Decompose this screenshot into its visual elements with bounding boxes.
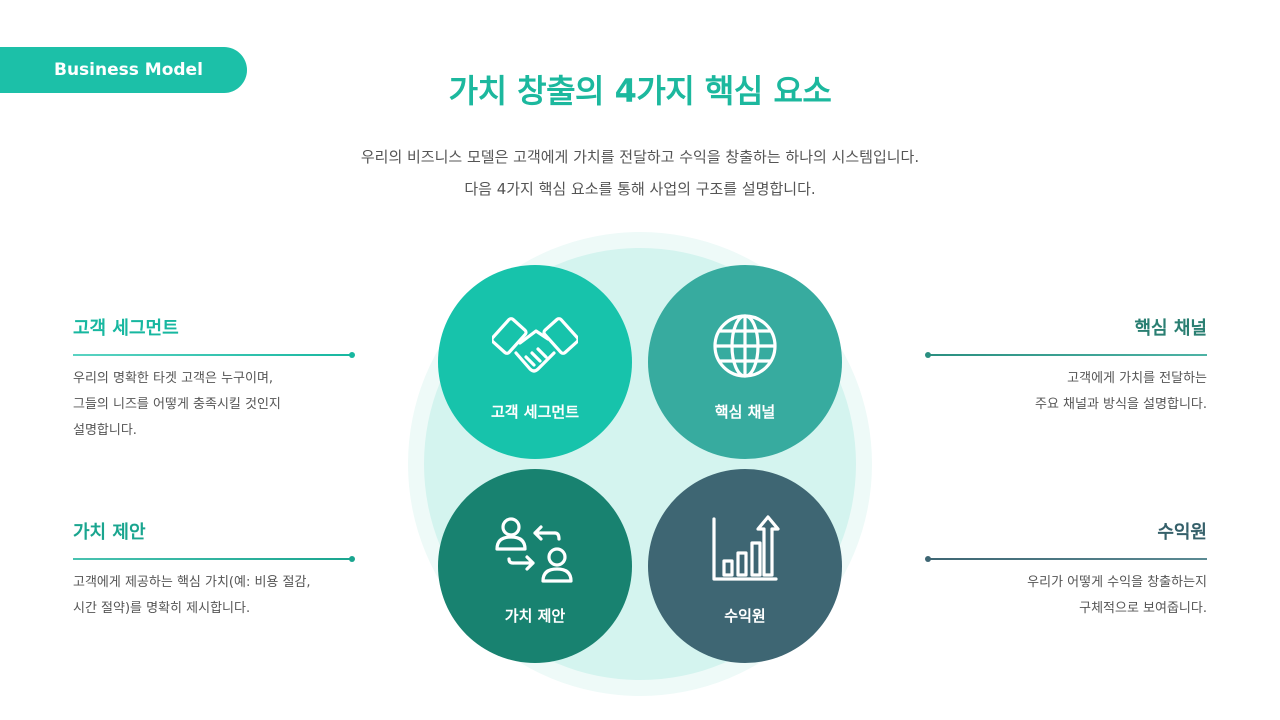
subtitle-line: 우리의 비즈니스 모델은 고객에게 가치를 전달하고 수익을 창출하는 하나의 …	[360, 148, 920, 166]
circle-customer-segment: 고객 세그먼트	[438, 265, 632, 459]
section-customer-segment: 고객 세그먼트 우리의 명확한 타겟 고객은 누구이며, 그들의 니즈를 어떻게…	[73, 314, 355, 444]
section-tag: Business Model	[0, 47, 247, 93]
section-channel: 핵심 채널 고객에게 가치를 전달하는 주요 채널과 방식을 설명합니다.	[925, 314, 1207, 418]
circle-label: 수익원	[724, 607, 766, 625]
section-title: 고객 세그먼트	[73, 318, 179, 339]
section-tag-label: Business Model	[54, 60, 203, 80]
description-line: 우리의 명확한 타겟 고객은 누구이며,	[73, 371, 274, 386]
handshake-icon	[490, 309, 580, 383]
section-title: 가치 제안	[73, 522, 146, 543]
description-line: 그들의 니즈를 어떻게 충족시킬 것인지	[73, 397, 281, 412]
description-line: 설명합니다.	[73, 423, 137, 438]
divider-dot	[349, 352, 355, 358]
section-title: 핵심 채널	[1134, 318, 1207, 339]
section-divider	[73, 352, 355, 358]
section-divider	[925, 352, 1207, 358]
circle-channel: 핵심 채널	[648, 265, 842, 459]
section-value-proposition: 가치 제안 고객에게 제공하는 핵심 가치(예: 비용 절감, 시간 절약)를 …	[73, 518, 355, 622]
page-title: 가치 창출의 4가지 핵심 요소	[448, 72, 832, 110]
description-line: 구체적으로 보여줍니다.	[1079, 601, 1207, 616]
description-line: 고객에게 제공하는 핵심 가치(예: 비용 절감,	[73, 575, 311, 590]
circle-label: 고객 세그먼트	[490, 403, 580, 421]
circle-value-proposition: 가치 제안	[438, 469, 632, 663]
subtitle-line: 다음 4가지 핵심 요소를 통해 사업의 구조를 설명합니다.	[464, 180, 816, 198]
section-description: 고객에게 가치를 전달하는 주요 채널과 방식을 설명합니다.	[927, 366, 1207, 418]
bar-chart-growth-icon	[700, 513, 790, 587]
section-divider	[925, 556, 1207, 562]
circle-label: 가치 제안	[504, 607, 566, 625]
divider-dot	[925, 352, 931, 358]
divider-dot	[925, 556, 931, 562]
divider-dot	[349, 556, 355, 562]
circle-label: 핵심 채널	[714, 403, 776, 421]
people-exchange-icon	[490, 513, 580, 587]
section-description: 우리가 어떻게 수익을 창출하는지 구체적으로 보여줍니다.	[927, 570, 1207, 622]
globe-icon	[700, 309, 790, 383]
section-description: 고객에게 제공하는 핵심 가치(예: 비용 절감, 시간 절약)를 명확히 제시…	[73, 570, 353, 622]
section-description: 우리의 명확한 타겟 고객은 누구이며, 그들의 니즈를 어떻게 충족시킬 것인…	[73, 366, 353, 444]
description-line: 주요 채널과 방식을 설명합니다.	[1034, 397, 1207, 412]
description-line: 우리가 어떻게 수익을 창출하는지	[1027, 575, 1207, 590]
circle-revenue: 수익원	[648, 469, 842, 663]
section-revenue: 수익원 우리가 어떻게 수익을 창출하는지 구체적으로 보여줍니다.	[925, 518, 1207, 622]
description-line: 시간 절약)를 명확히 제시합니다.	[73, 601, 251, 616]
section-divider	[73, 556, 355, 562]
page-subtitle: 우리의 비즈니스 모델은 고객에게 가치를 전달하고 수익을 창출하는 하나의 …	[0, 141, 1280, 205]
description-line: 고객에게 가치를 전달하는	[1067, 371, 1207, 386]
section-title: 수익원	[1157, 522, 1207, 543]
